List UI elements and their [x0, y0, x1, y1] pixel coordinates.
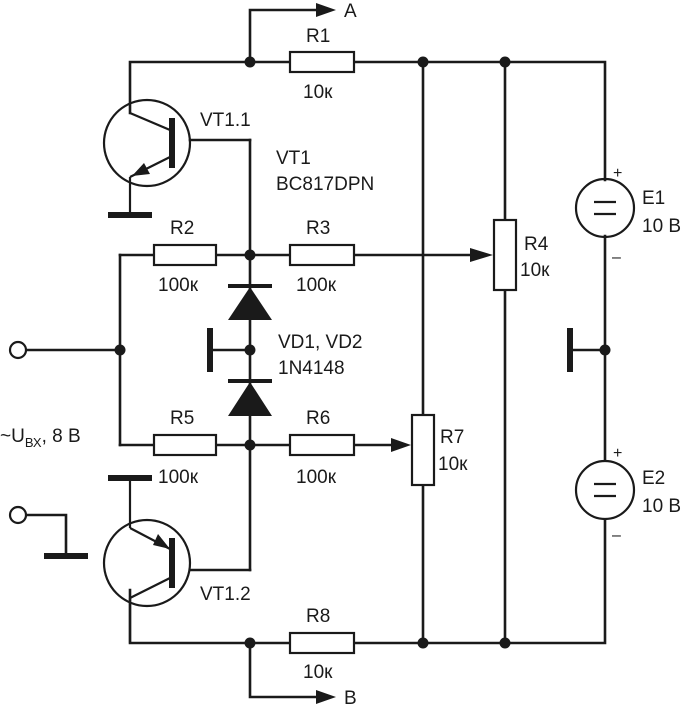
e1-plus-sign: + — [613, 165, 622, 182]
label-r3-value: 100к — [296, 275, 337, 296]
label-vt1-part: BC817DPN — [276, 174, 374, 195]
e2-plus-sign: + — [613, 445, 622, 462]
resistor-r2 — [152, 243, 218, 267]
arrow-wiper-r7 — [391, 438, 411, 452]
terminal-common — [8, 505, 28, 525]
label-vt1: VT1 — [276, 148, 311, 169]
potentiometer-r4 — [492, 218, 518, 292]
label-r8: R8 — [306, 606, 330, 627]
label-r7-value: 10к — [438, 454, 468, 475]
resistors — [152, 50, 518, 655]
diode-vd1 — [228, 284, 272, 320]
label-input-voltage: ~UВХ, 8 В — [0, 426, 81, 450]
arrows — [316, 3, 493, 704]
transistor-vt12 — [102, 478, 192, 643]
label-r6-value: 100к — [296, 467, 337, 488]
resistor-r6 — [288, 433, 356, 457]
label-vd-part: 1N4148 — [278, 358, 345, 379]
resistor-r5 — [152, 433, 218, 457]
source-e1 — [574, 177, 636, 239]
arrow-out-a — [316, 3, 336, 17]
label-vt12: VT1.2 — [200, 584, 251, 605]
label-e1: E1 — [642, 188, 665, 209]
label-r1: R1 — [306, 26, 330, 47]
arrow-out-b — [316, 690, 336, 704]
junctions — [114, 56, 611, 649]
label-r2-value: 100к — [158, 275, 199, 296]
label-out-b: B — [344, 688, 357, 708]
label-out-a: A — [344, 1, 357, 22]
label-e1-value: 10 В — [642, 216, 681, 237]
e2-minus-sign: – — [612, 527, 621, 544]
wires — [24, 8, 607, 699]
label-r6: R6 — [306, 408, 330, 429]
terminal-input — [8, 340, 28, 360]
e1-minus-sign: – — [612, 249, 621, 266]
label-r3: R3 — [306, 218, 330, 239]
label-r4-value: 10к — [520, 260, 550, 281]
resistor-r8 — [288, 631, 356, 655]
labels: A B R1 10к R2 100к R3 100к R4 10к R5 100… — [0, 1, 681, 708]
resistor-r1 — [288, 50, 356, 74]
label-r1-value: 10к — [303, 82, 333, 103]
transistor-vt11 — [102, 98, 192, 215]
diode-vd2 — [228, 379, 272, 416]
source-e2 — [574, 459, 636, 521]
arrow-wiper-r4 — [470, 248, 493, 262]
label-e2-value: 10 В — [642, 496, 681, 517]
label-r7: R7 — [440, 427, 464, 448]
label-vt11: VT1.1 — [200, 110, 251, 131]
label-r5: R5 — [170, 408, 194, 429]
label-r4: R4 — [524, 234, 549, 255]
diodes — [228, 284, 272, 416]
ground-symbols — [44, 212, 573, 559]
label-e2: E2 — [642, 468, 665, 489]
potentiometer-r7 — [410, 413, 436, 487]
terminals — [8, 340, 28, 525]
label-vd: VD1, VD2 — [278, 332, 362, 353]
label-r2: R2 — [170, 218, 194, 239]
label-r8-value: 10к — [303, 662, 333, 683]
label-r5-value: 100к — [158, 467, 199, 488]
resistor-r3 — [288, 243, 356, 267]
